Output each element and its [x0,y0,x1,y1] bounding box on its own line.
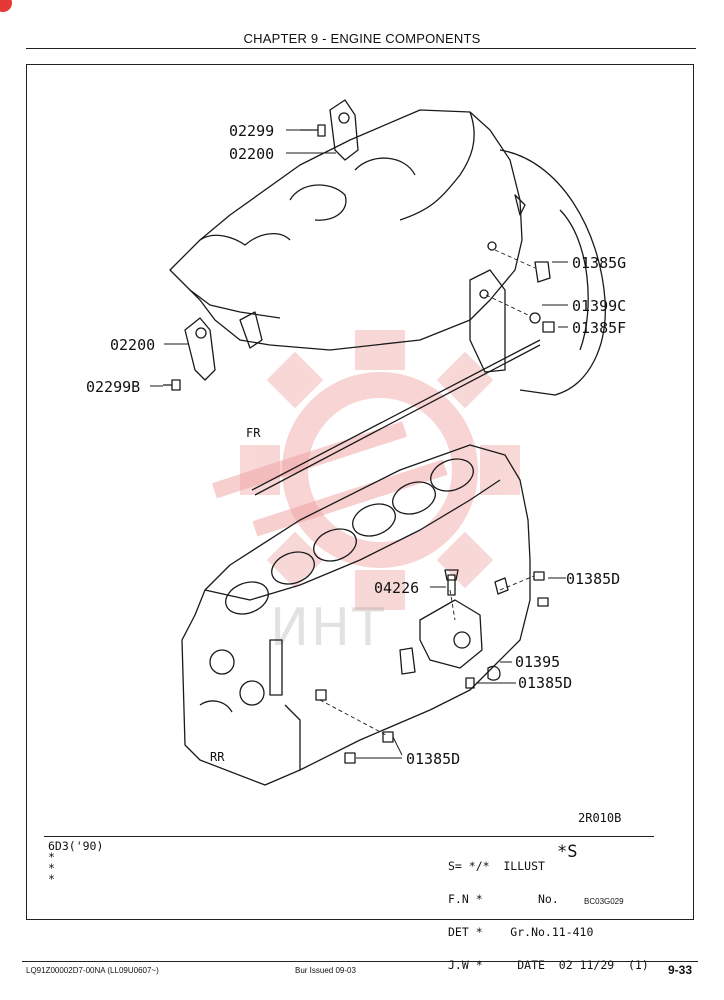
header-rule [26,48,696,49]
fn-line: F.N * No. [448,892,559,906]
det-line: DET * Gr.No.11-410 [448,925,594,939]
label-fr: FR [246,426,261,440]
cylinder-block [181,444,531,786]
bore-2 [271,551,315,585]
footer-doc-id: LQ91Z00002D7-00NA (LL09U0607~) [26,966,159,975]
lifting-bracket-front [184,317,216,381]
label-01395: 01395 [515,653,560,671]
diagram-frame [26,64,694,920]
title-block-left: 6D3('90) * * * [48,839,104,886]
star-2: * [48,861,55,875]
figure-code: 2R010B [578,811,621,825]
label-01385D-right: 01385D [566,570,620,588]
illust-line: S= */* ILLUST [448,859,545,873]
bore-1 [225,581,269,615]
footer-rule [22,961,698,962]
label-01385F: 01385F [572,319,626,337]
model-code: 6D3('90) [48,839,104,853]
illust-number-mark: *S [557,842,578,862]
label-rr: RR [210,750,225,764]
label-02299: 02299 [229,122,274,140]
label-04226: 04226 [374,579,419,597]
jw-line: J.W * DATE 02 11/29 (1) [448,958,649,972]
label-02200-top: 02200 [229,145,274,163]
bore-4 [352,503,396,537]
title-block-right: S= */* ILLUST F.N * No. DET * Gr.No.11-4… [448,839,649,982]
label-02200-front: 02200 [110,336,155,354]
label-01385D-mid: 01385D [518,674,572,692]
lifting-bracket-top [329,99,359,161]
label-01385G: 01385G [572,254,626,272]
label-01385D-bottom: 01385D [406,750,460,768]
bore-3 [313,528,357,562]
page-header-title: CHAPTER 9 - ENGINE COMPONENTS [243,31,481,46]
bore-6 [430,458,474,492]
bore-5 [392,481,436,515]
drawing-code: BC03G029 [584,897,624,906]
page-number: 9-33 [668,963,693,977]
title-block-rule [44,836,654,837]
cylinder-head-cover [169,109,523,351]
star-3: * [48,872,55,886]
watermark-text: ИНТ [270,598,386,658]
flywheel-housing [499,149,606,396]
label-01399C: 01399C [572,297,626,315]
label-02299B: 02299B [86,378,140,396]
footer-issued: Bur Issued 09-03 [295,966,356,975]
corner-badge [0,0,12,12]
star-1: * [48,850,55,864]
